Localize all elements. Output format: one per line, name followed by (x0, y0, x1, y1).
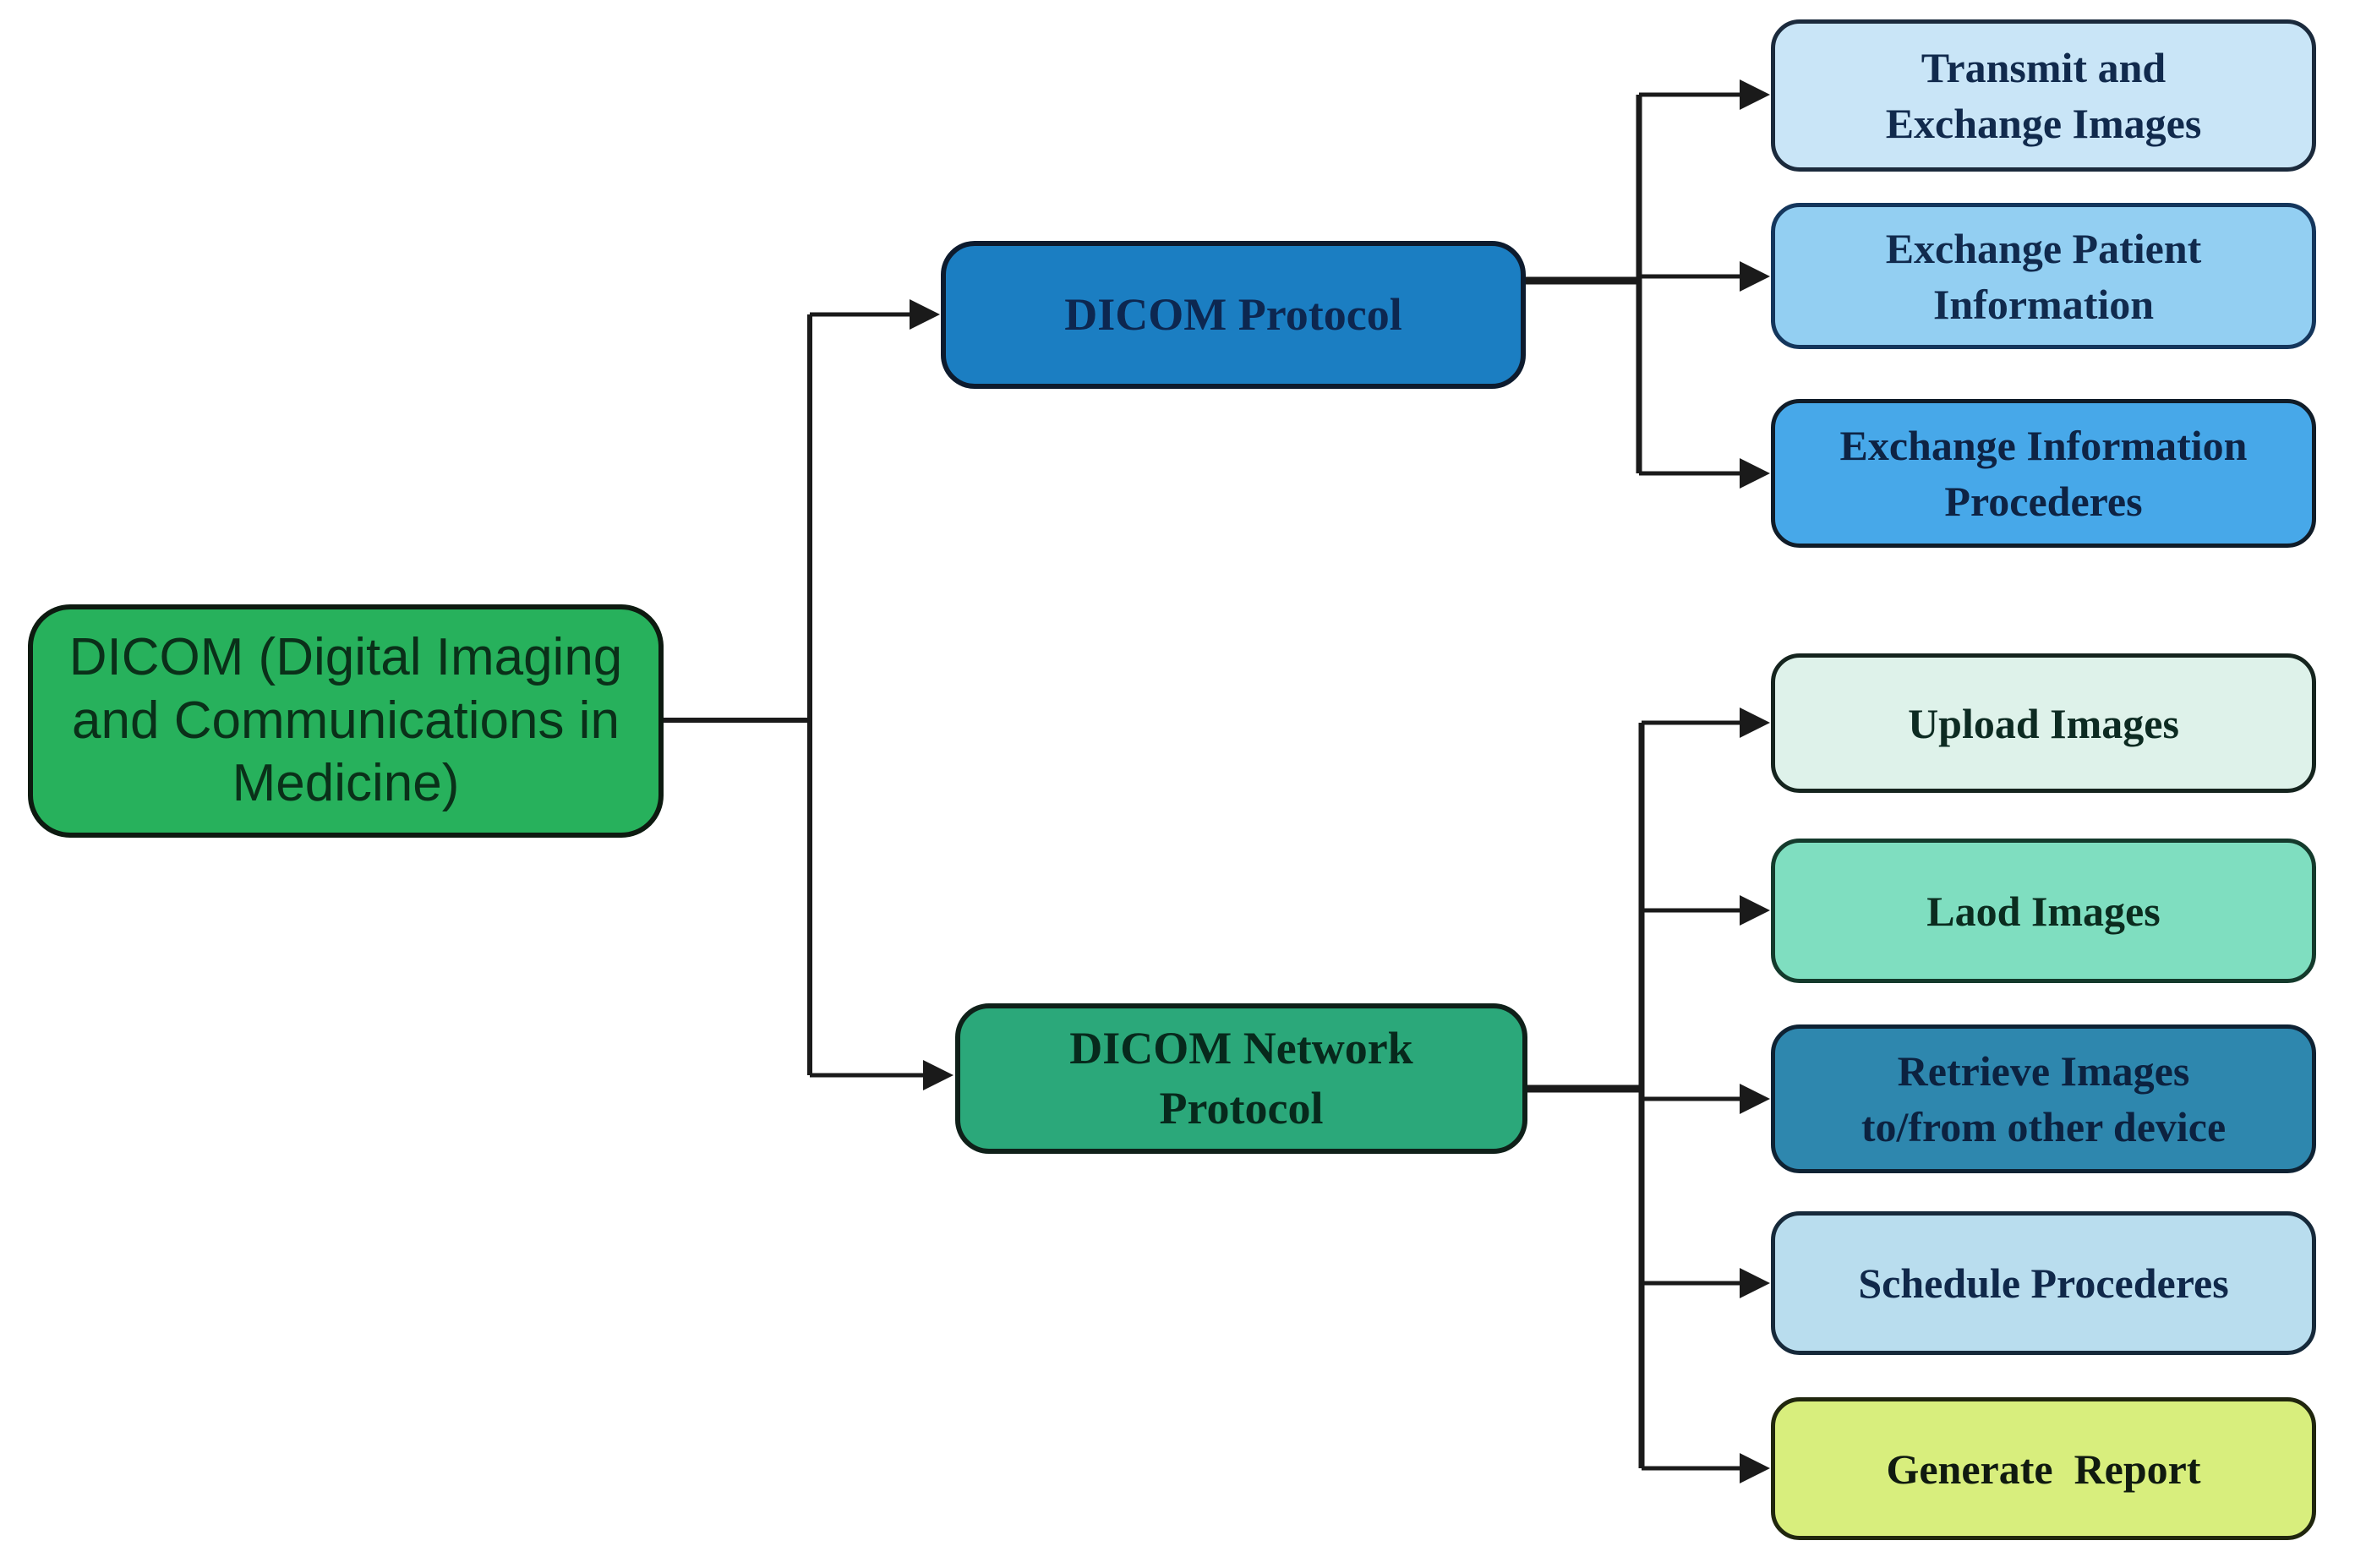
node-transmit-and-exchange-images: Transmit and Exchange Images (1771, 19, 2316, 172)
arrowhead-exchange-info (1740, 458, 1770, 489)
node-dicom-root-label: DICOM (Digital Imaging and Communication… (68, 628, 623, 813)
node-generate-report-label: Generate Report (1886, 1445, 2201, 1493)
arrowhead-protocol (910, 299, 940, 330)
node-dicom-network-protocol-label: DICOM Network Protocol (1069, 1022, 1413, 1134)
node-dicom-root: DICOM (Digital Imaging and Communication… (28, 604, 664, 838)
node-dicom-network-protocol: DICOM Network Protocol (955, 1003, 1527, 1154)
node-exchange-patient-information: Exchange Patient Information (1771, 203, 2316, 349)
node-laod-images-label: Laod Images (1926, 887, 2161, 935)
node-dicom-protocol: DICOM Protocol (941, 241, 1526, 389)
node-exchange-information-procederes-label: Exchange Information Procederes (1839, 422, 2248, 525)
arrowhead-upload (1740, 708, 1770, 738)
arrowhead-transmit (1740, 79, 1770, 110)
node-generate-report: Generate Report (1771, 1397, 2316, 1540)
node-transmit-and-exchange-images-label: Transmit and Exchange Images (1885, 44, 2202, 147)
node-exchange-patient-information-label: Exchange Patient Information (1885, 224, 2202, 328)
node-exchange-information-procederes: Exchange Information Procederes (1771, 399, 2316, 548)
arrowhead-retrieve (1740, 1084, 1770, 1114)
arrowhead-schedule (1740, 1268, 1770, 1298)
node-retrieve-images: Retrieve Images to/from other device (1771, 1024, 2316, 1173)
node-upload-images: Upload Images (1771, 653, 2316, 793)
node-upload-images-label: Upload Images (1908, 699, 2179, 747)
node-retrieve-images-label: Retrieve Images to/from other device (1861, 1047, 2227, 1150)
arrowhead-generate (1740, 1453, 1770, 1483)
node-schedule-procederes: Schedule Procederes (1771, 1211, 2316, 1355)
node-schedule-procederes-label: Schedule Procederes (1858, 1259, 2229, 1307)
arrowhead-laod (1740, 895, 1770, 926)
node-dicom-protocol-label: DICOM Protocol (1064, 288, 1402, 340)
arrowhead-exchange-patient (1740, 261, 1770, 292)
arrowhead-network (923, 1060, 953, 1090)
node-laod-images: Laod Images (1771, 839, 2316, 983)
